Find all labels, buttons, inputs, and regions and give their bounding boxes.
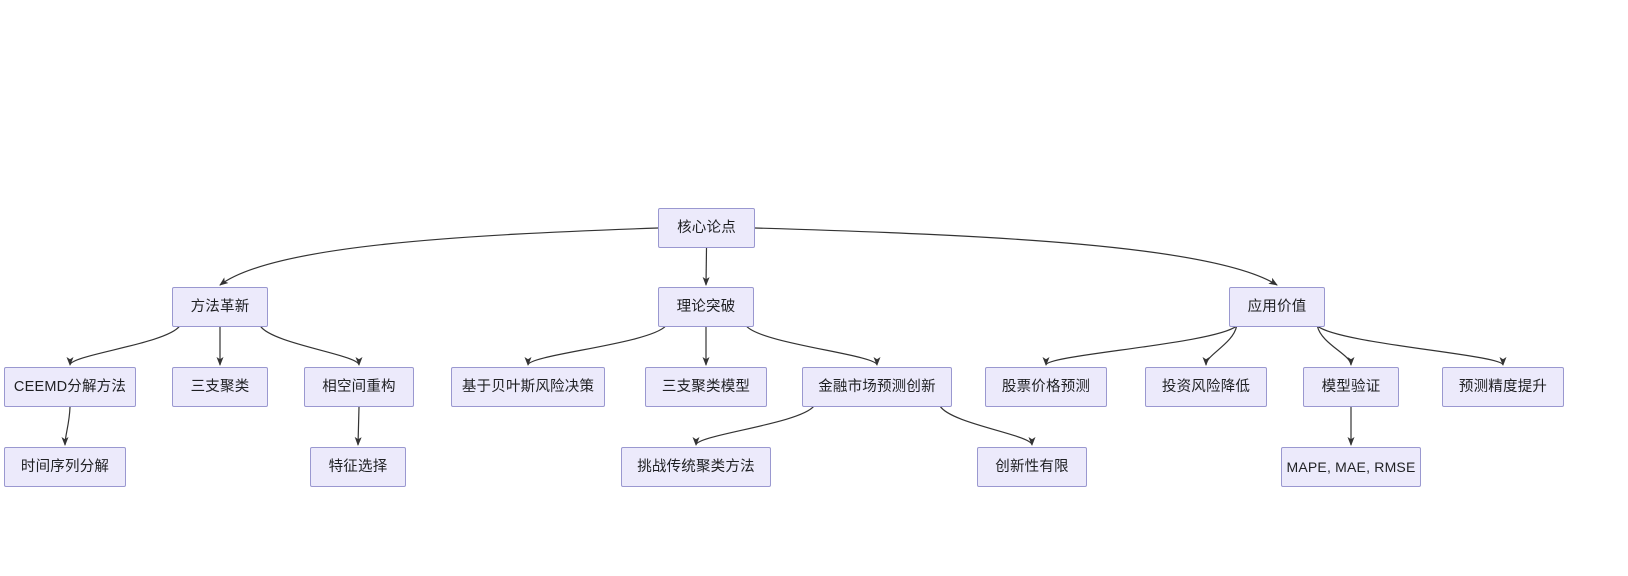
edges-group bbox=[61, 227, 1507, 446]
node-label: 挑战传统聚类方法 bbox=[637, 458, 755, 475]
node-phase[interactable]: 相空间重构 bbox=[304, 367, 414, 407]
node-label: 应用价值 bbox=[1247, 298, 1307, 315]
node-stock[interactable]: 股票价格预测 bbox=[985, 367, 1107, 407]
node-bayes[interactable]: 基于贝叶斯风险决策 bbox=[451, 367, 605, 407]
node-finance[interactable]: 金融市场预测创新 bbox=[802, 367, 952, 407]
edge-finance-to-challenge bbox=[692, 405, 815, 446]
node-label: 创新性有限 bbox=[995, 458, 1069, 475]
node-label: 金融市场预测创新 bbox=[818, 378, 936, 395]
node-label: MAPE, MAE, RMSE bbox=[1286, 459, 1416, 475]
node-limited[interactable]: 创新性有限 bbox=[977, 447, 1087, 487]
node-accuracy[interactable]: 预测精度提升 bbox=[1442, 367, 1564, 407]
edge-ceemd-to-tsdecomp bbox=[61, 406, 71, 446]
node-theory[interactable]: 理论突破 bbox=[658, 287, 754, 327]
edge-value-to-accuracy bbox=[1316, 325, 1507, 366]
edge-phase-to-feature bbox=[354, 406, 362, 446]
node-feature[interactable]: 特征选择 bbox=[310, 447, 406, 487]
node-risk[interactable]: 投资风险降低 bbox=[1145, 367, 1267, 407]
node-label: 时间序列分解 bbox=[20, 458, 110, 475]
node-ceemd[interactable]: CEEMD分解方法 bbox=[4, 367, 136, 407]
edge-method-to-ceemd bbox=[66, 325, 181, 366]
node-label: 预测精度提升 bbox=[1458, 378, 1548, 395]
node-method[interactable]: 方法革新 bbox=[172, 287, 268, 327]
node-root[interactable]: 核心论点 bbox=[658, 208, 755, 248]
node-value[interactable]: 应用价值 bbox=[1229, 287, 1325, 327]
edge-root-to-value bbox=[754, 227, 1278, 286]
node-label: 投资风险降低 bbox=[1161, 378, 1251, 395]
node-label: 相空间重构 bbox=[322, 378, 396, 395]
edge-value-to-validate bbox=[1316, 325, 1355, 366]
edge-value-to-stock bbox=[1042, 325, 1238, 366]
node-label: 核心论点 bbox=[677, 219, 736, 236]
node-label: 特征选择 bbox=[328, 458, 388, 475]
node-challenge[interactable]: 挑战传统聚类方法 bbox=[621, 447, 771, 487]
node-tri[interactable]: 三支聚类 bbox=[172, 367, 268, 407]
node-metrics[interactable]: MAPE, MAE, RMSE bbox=[1281, 447, 1421, 487]
edge-finance-to-limited bbox=[939, 405, 1036, 446]
node-tsdecomp[interactable]: 时间序列分解 bbox=[4, 447, 126, 487]
node-label: 股票价格预测 bbox=[1001, 378, 1091, 395]
node-label: 模型验证 bbox=[1321, 378, 1381, 395]
node-validate[interactable]: 模型验证 bbox=[1303, 367, 1399, 407]
edge-theory-to-bayes bbox=[524, 325, 667, 366]
edge-method-to-phase bbox=[259, 325, 363, 366]
node-label: 三支聚类模型 bbox=[661, 378, 751, 395]
node-trimodel[interactable]: 三支聚类模型 bbox=[645, 367, 767, 407]
node-label: 方法革新 bbox=[190, 298, 250, 315]
edge-value-to-risk bbox=[1202, 325, 1238, 366]
node-label: 基于贝叶斯风险决策 bbox=[461, 378, 595, 395]
edge-root-to-method bbox=[219, 227, 659, 286]
node-label: 三支聚类 bbox=[190, 378, 250, 395]
edge-theory-to-finance bbox=[745, 325, 881, 366]
node-label: CEEMD分解方法 bbox=[13, 378, 127, 395]
node-label: 理论突破 bbox=[676, 298, 736, 315]
edge-root-to-theory bbox=[702, 247, 710, 286]
